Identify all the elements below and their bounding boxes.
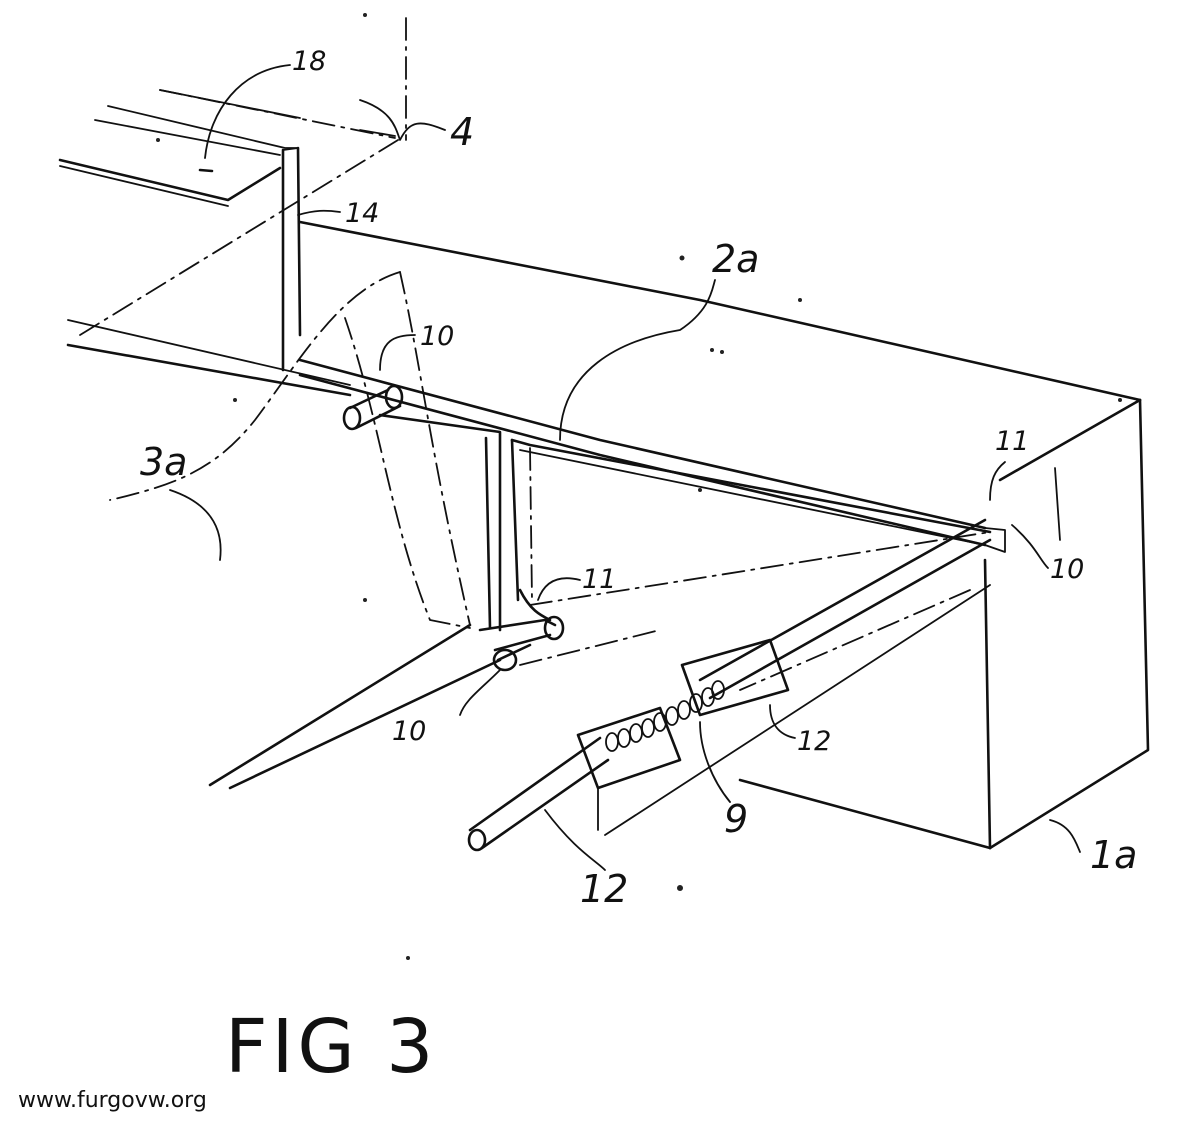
label-14: 14 <box>345 198 379 229</box>
label-2a: 2a <box>712 237 759 281</box>
pins <box>342 384 565 672</box>
label-12-right: 12 <box>797 726 831 757</box>
watermark: www.furgovw.org <box>18 1088 207 1113</box>
label-12-bottom: 12 <box>580 867 628 911</box>
reference-labels: 18 4 14 2a 10 3a 11 10 11 10 12 9 12 1a <box>140 46 1137 911</box>
swing-arcs <box>109 271 991 691</box>
label-10-bottom: 10 <box>392 716 426 747</box>
label-4: 4 <box>450 110 474 154</box>
label-3a: 3a <box>140 440 187 484</box>
label-11-mid: 11 <box>582 564 616 595</box>
main-board <box>298 220 1150 850</box>
speckles <box>156 13 1122 960</box>
axis-lines <box>79 17 407 336</box>
rod-assembly <box>467 518 992 852</box>
label-11-right: 11 <box>995 426 1029 457</box>
label-18: 18 <box>292 46 326 77</box>
rails <box>66 319 1006 553</box>
label-1a: 1a <box>1090 833 1137 877</box>
lower-lines <box>208 584 991 836</box>
leader-lines <box>169 64 1081 871</box>
label-10-top: 10 <box>420 321 454 352</box>
label-9: 9 <box>724 797 748 841</box>
figure-caption: FIG 3 <box>225 1004 437 1090</box>
label-10-right: 10 <box>1050 554 1084 585</box>
vertical-panel <box>378 413 992 632</box>
